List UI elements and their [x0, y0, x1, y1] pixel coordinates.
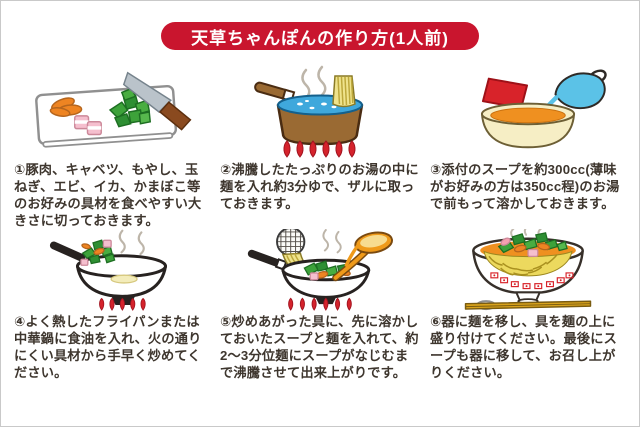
page-title: 天草ちゃんぽんの作り方(1人前): [191, 28, 449, 48]
noodles-icon: [332, 75, 356, 108]
step-text-2: ②沸騰したたっぷりのお湯の中に麺を入れ約3分ゆで、ザルに取っておきます。: [220, 162, 419, 211]
soup-pour: [344, 244, 359, 267]
ladle-icon: [332, 231, 394, 282]
step-text-6: ⑥器に麺を移し、具を麺の上に盛り付けてください。最後にスープも器に移して、お召し…: [429, 314, 617, 380]
step-panel-4: ④よく熱したフライパンまたは中華鍋に食油を入れ、火の通りにくい具材から手早く炒め…: [14, 229, 210, 381]
step-text-1: ①豚肉、キャベツ、もやし、玉ねぎ、エビ、イカ、かまぼこ等のお好みの具材を食べやす…: [14, 162, 202, 228]
oil-icon: [110, 274, 138, 284]
red-pattern: [490, 272, 574, 290]
flames-icon: [99, 297, 146, 311]
champon-bowl-illustration: [464, 229, 592, 311]
wok-stirfry-illustration: [49, 229, 168, 311]
pork-pieces: [74, 115, 102, 136]
noodle-waves: [483, 250, 573, 277]
toppings-icon: [497, 232, 568, 257]
steps-grid: ①豚肉、キャベツ、もやし、玉ねぎ、エビ、イカ、かまぼこ等のお好みの具材を食べやす…: [14, 64, 626, 381]
step-panel-1: ①豚肉、キャベツ、もやし、玉ねぎ、エビ、イカ、かまぼこ等のお好みの具材を食べやす…: [14, 64, 210, 229]
step-text-3: ③添付のスープを約300cc(薄味がお好みの方は350cc程)のお湯で前もって溶…: [429, 162, 620, 211]
soup-bowl-illustration: [480, 69, 607, 149]
carrot-pieces: [49, 97, 83, 117]
chopsticks-icon: [464, 300, 592, 310]
vegetables-icon: [80, 239, 116, 266]
title-banner: 天草ちゃんぽんの作り方(1人前): [161, 22, 479, 50]
step-text-4: ④よく熱したフライパンまたは中華鍋に食油を入れ、火の通りにくい具材から手早く炒め…: [14, 314, 202, 380]
wok-soup-noodles-illustration: [247, 229, 394, 311]
flames-icon: [283, 140, 356, 158]
soup-surface: [490, 107, 566, 124]
step-text-5: ⑤炒めあがった具に、先に溶かしておいたスープと麺を入れて、約2～3分位麺にスープ…: [220, 314, 419, 380]
pot-body: [276, 103, 364, 146]
flames-icon: [288, 297, 352, 311]
step-panel-5: ⑤炒めあがった具に、先に溶かしておいたスープと麺を入れて、約2～3分位麺にスープ…: [220, 229, 420, 381]
boiling-pot-illustration: [254, 65, 364, 158]
strainer-icon: [276, 229, 306, 257]
steam-icon: [301, 65, 327, 101]
step-panel-2: ②沸騰したたっぷりのお湯の中に麺を入れ約3分ゆで、ザルに取っておきます。: [220, 64, 420, 229]
cutting-board-illustration: [35, 71, 192, 148]
steam-icon: [322, 229, 342, 254]
step-panel-6: ⑥器に麺を移し、具を麺の上に盛り付けてください。最後にスープも器に移して、お召し…: [430, 229, 626, 381]
step-panel-3: ③添付のスープを約300cc(薄味がお好みの方は350cc程)のお湯で前もって溶…: [430, 64, 626, 229]
wok-handle: [49, 241, 86, 262]
steam-icon: [118, 229, 145, 256]
mixing-bowl-icon: [480, 102, 576, 149]
cabbage-pieces: [108, 87, 152, 128]
knife-icon: [122, 71, 192, 131]
